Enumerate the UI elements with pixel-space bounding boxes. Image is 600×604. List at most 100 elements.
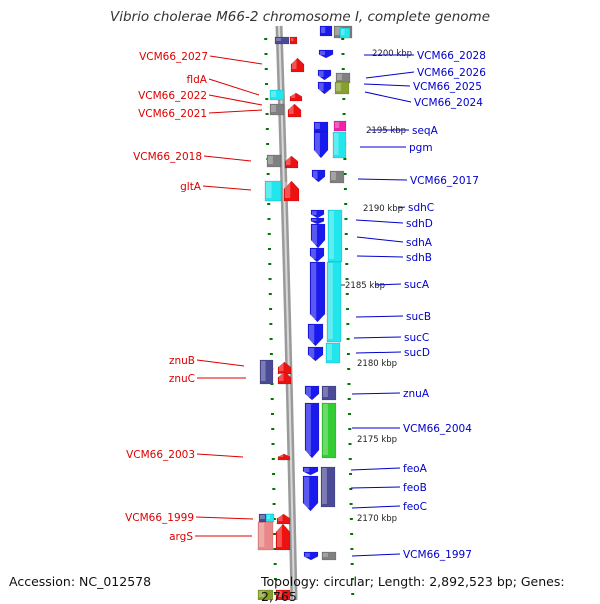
gene-glyph-highlight — [278, 515, 283, 521]
gene-glyph — [321, 385, 337, 401]
tick-mark — [343, 158, 347, 160]
tick-mark — [273, 548, 277, 550]
label-leader — [195, 516, 254, 520]
gene-glyph — [284, 155, 299, 169]
gene-glyph-highlight — [335, 27, 342, 35]
label-leader — [374, 283, 402, 286]
gene-glyph-highlight — [315, 123, 320, 129]
scale-label: 2200 kbp — [372, 49, 412, 59]
gene-glyph-highlight — [312, 211, 317, 215]
tick-mark — [268, 263, 272, 265]
gene-glyph — [304, 385, 320, 401]
tick-mark — [273, 563, 277, 565]
gene-glyph — [265, 513, 275, 523]
gene-glyph — [317, 69, 332, 81]
scale-ticks — [264, 38, 355, 595]
gene-glyph-highlight — [306, 387, 311, 397]
tick-mark — [347, 368, 351, 370]
tick-mark — [346, 308, 350, 310]
right-gene-label: VCM66_2017 — [410, 175, 479, 187]
label-leader — [208, 109, 263, 114]
gene-glyph-highlight — [267, 515, 270, 519]
gene-glyph — [307, 323, 324, 347]
label-leader — [357, 178, 408, 181]
tick-mark — [349, 503, 353, 505]
label-leader — [353, 336, 402, 339]
tick-mark — [272, 473, 276, 475]
gene-glyph — [276, 513, 291, 525]
tick-mark — [264, 38, 268, 40]
tick-mark — [341, 68, 345, 70]
gene-glyph-highlight — [292, 59, 297, 69]
label-leader — [364, 91, 412, 103]
gene-glyph-highlight — [260, 515, 265, 519]
gene-glyph-highlight — [279, 363, 284, 371]
right-gene-label: pgm — [409, 142, 433, 154]
right-gene-label: VCM66_2004 — [403, 423, 472, 435]
gene-glyph-highlight — [291, 38, 294, 41]
gene-glyph — [277, 361, 292, 375]
gene-glyph — [317, 81, 332, 95]
label-leader — [209, 55, 263, 65]
right-gene-label: sucC — [404, 332, 429, 344]
gene-glyph — [339, 27, 351, 39]
page-title: Vibrio cholerae M66-2 chromosome I, comp… — [110, 9, 490, 25]
scale-label: 2175 kbp — [357, 435, 397, 445]
tick-mark — [268, 293, 272, 295]
gene-glyph — [307, 346, 324, 362]
tick-mark — [343, 188, 347, 190]
tick-mark — [268, 278, 272, 280]
label-leader-lines — [195, 54, 415, 557]
tick-mark — [350, 548, 354, 550]
gene-glyph — [277, 371, 292, 385]
gene-glyph — [310, 209, 325, 219]
right-gene-label: feoB — [403, 482, 427, 494]
tick-mark — [342, 98, 346, 100]
tick-mark — [269, 323, 273, 325]
gene-glyph-highlight — [279, 373, 284, 381]
tick-mark — [345, 263, 349, 265]
label-leader — [208, 78, 260, 96]
gene-glyph-highlight — [305, 553, 310, 557]
gene-glyph-highlight — [319, 83, 324, 91]
tick-mark — [348, 428, 352, 430]
gene-glyph-highlight — [276, 38, 281, 41]
tick-mark — [269, 338, 273, 340]
tick-mark — [264, 68, 268, 70]
gene-glyph-highlight — [328, 263, 333, 339]
label-leader — [202, 185, 252, 191]
gene-glyph-highlight — [320, 51, 325, 55]
left-gene-label: VCM66_2022 — [138, 90, 207, 102]
left-gene-label: VCM66_2027 — [139, 51, 208, 63]
tick-mark — [347, 383, 351, 385]
gene-glyph-highlight — [309, 325, 315, 343]
tick-mark — [274, 593, 278, 595]
scale-label: 2180 kbp — [357, 359, 397, 369]
tick-mark — [266, 173, 270, 175]
label-leader — [363, 83, 411, 87]
label-leader — [355, 351, 402, 354]
gene-glyph — [329, 170, 345, 184]
tick-mark — [272, 518, 276, 520]
tick-mark — [273, 533, 277, 535]
tick-mark — [267, 248, 271, 250]
label-leader — [196, 359, 245, 367]
gene-glyph-highlight — [259, 591, 265, 597]
tick-mark — [348, 443, 352, 445]
tick-mark — [267, 233, 271, 235]
scale-label: 2170 kbp — [357, 514, 397, 524]
tick-mark — [344, 233, 348, 235]
gene-glyph — [334, 81, 350, 95]
tick-mark — [349, 473, 353, 475]
label-leader — [196, 453, 244, 458]
gene-glyph — [283, 180, 300, 202]
tick-mark — [265, 83, 269, 85]
gene-glyph — [310, 217, 325, 225]
gene-glyph — [326, 261, 342, 343]
gene-glyph-highlight — [259, 523, 265, 547]
gene-glyph — [332, 131, 347, 159]
gene-glyph — [313, 131, 329, 159]
right-gene-label: sdhB — [406, 252, 432, 264]
gene-glyph — [321, 402, 337, 459]
tick-mark — [349, 518, 353, 520]
